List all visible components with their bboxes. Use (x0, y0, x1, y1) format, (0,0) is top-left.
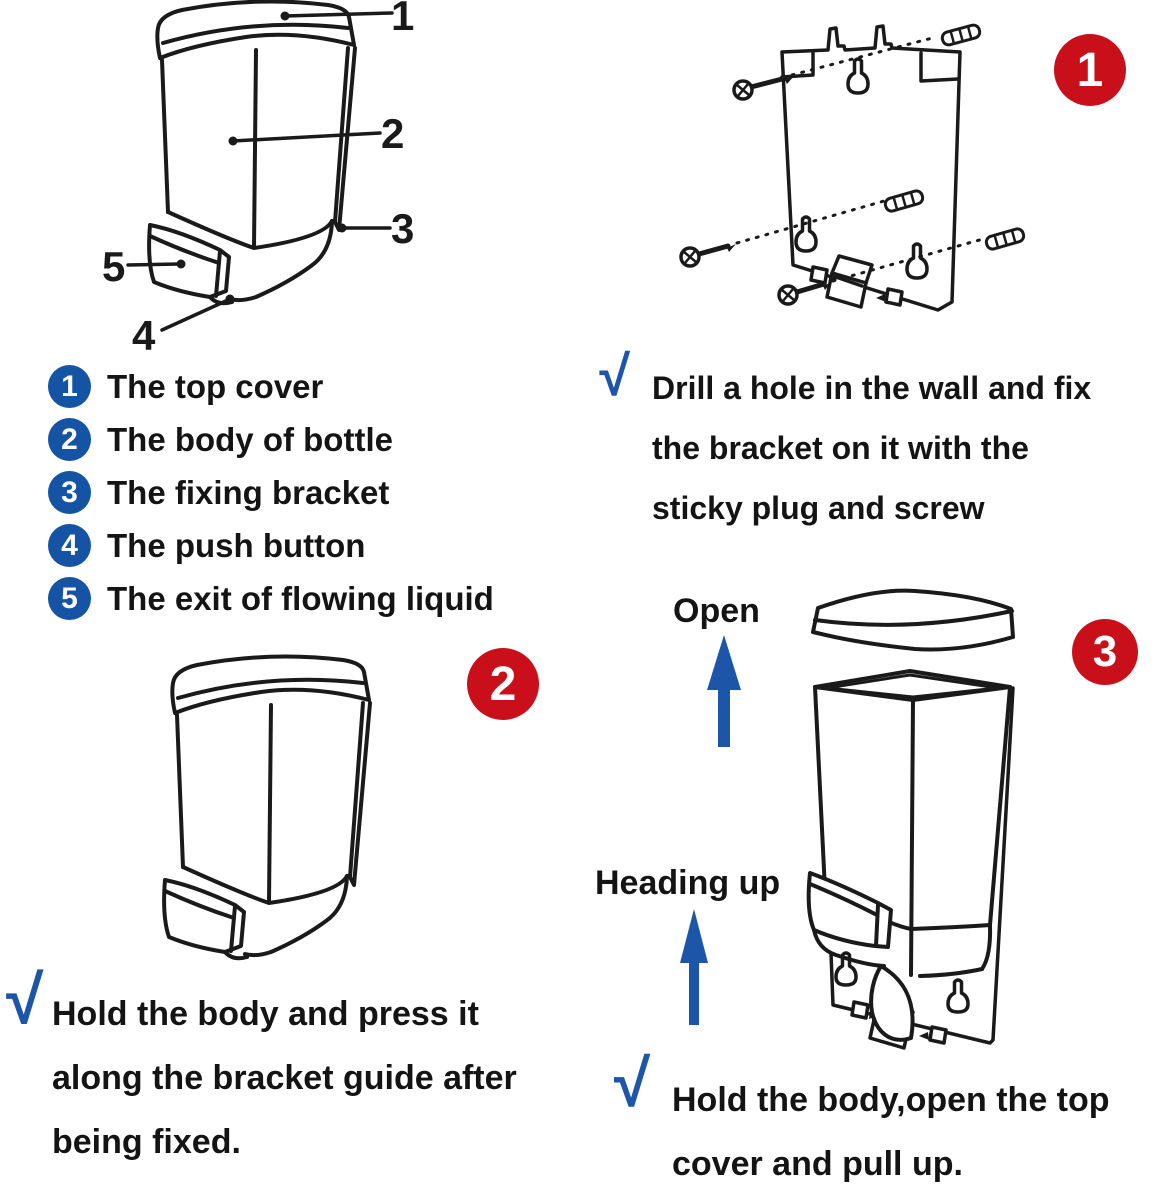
instruction-line: Drill a hole in the wall and fix (652, 370, 1092, 406)
keyhole-slot (946, 978, 970, 1014)
legend-item-label: The exit of flowing liquid (107, 579, 494, 617)
side-tab (928, 1025, 948, 1045)
wall-bracket-figure (679, 23, 1026, 312)
keyhole-slot (846, 57, 870, 95)
legend-number-badge: 2 (48, 418, 91, 461)
open-label: Open (673, 592, 760, 630)
legend-item: 2 The body of bottle (48, 418, 494, 461)
legend-item-label: The top cover (107, 367, 324, 405)
instruction-line: Hold the body and press it (52, 995, 479, 1033)
open-top-dispenser-figure (806, 588, 1015, 1050)
labeled-dispenser-figure: 1 2 3 4 5 (102, 0, 414, 359)
screw (679, 243, 736, 268)
legend-item-label: The push button (107, 526, 366, 564)
tab-arrow-icon (876, 294, 886, 302)
heading-up-label: Heading up (595, 864, 781, 902)
checkmark-icon: √ (2, 962, 40, 1038)
step-3-badge: 3 (1072, 619, 1138, 685)
checkmark-icon: √ (610, 1046, 647, 1120)
legend-number-badge: 1 (48, 365, 91, 408)
step-1-badge: 1 (1054, 34, 1126, 106)
callout-1: 1 (391, 0, 414, 39)
up-arrow-icon (680, 909, 708, 1025)
keyhole-slot (905, 242, 929, 280)
screw (732, 75, 794, 101)
dispenser-body-open (806, 669, 1012, 1042)
legend-item-label: The fixing bracket (107, 473, 390, 511)
tab-arrow-icon (919, 1032, 929, 1040)
legend-item: 3 The fixing bracket (48, 471, 494, 514)
keyhole-slot (834, 951, 858, 987)
step-2-badge: 2 (467, 648, 539, 720)
side-tab (809, 265, 829, 285)
wall-plug (940, 23, 982, 47)
callout-4: 4 (132, 312, 156, 359)
instruction-line: Hold the body,open the top (672, 1081, 1110, 1119)
step-3-instructions: Hold the body,open the top cover and pul… (672, 1068, 1110, 1185)
legend-number-badge: 3 (48, 471, 91, 514)
spout (869, 964, 915, 1042)
callout-5: 5 (102, 243, 125, 290)
screw (777, 281, 832, 306)
checkmark-icon: √ (596, 344, 627, 407)
legend-item-label: The body of bottle (107, 420, 393, 458)
instruction-line: being fixed. (52, 1123, 241, 1161)
instruction-line: the bracket on it with the (652, 430, 1029, 466)
parts-legend: 1 The top cover 2 The body of bottle 3 T… (48, 365, 494, 620)
legend-number-badge: 5 (48, 577, 91, 620)
side-tab (850, 1000, 870, 1020)
legend-number-badge: 4 (48, 524, 91, 567)
keyhole-slot (794, 215, 818, 253)
legend-item: 5 The exit of flowing liquid (48, 577, 494, 620)
step-2-instructions: Hold the body and press it along the bra… (52, 982, 517, 1174)
step-1-instructions: Drill a hole in the wall and fix the bra… (652, 358, 1091, 538)
soap-dispenser-drawing (147, 0, 357, 306)
legend-item: 1 The top cover (48, 365, 494, 408)
callout-numbers: 1 2 3 4 5 (102, 0, 414, 359)
callout-lines (126, 11, 394, 332)
callout-3: 3 (391, 205, 414, 252)
callout-dots (176, 11, 347, 304)
alignment-dashed-lines (735, 35, 985, 283)
legend-item: 4 The push button (48, 524, 494, 567)
instruction-line: sticky plug and screw (652, 490, 985, 526)
side-tab (884, 287, 904, 307)
bracket-plate (780, 24, 962, 312)
up-arrow-icon (707, 635, 741, 747)
instruction-line: along the bracket guide after (52, 1059, 517, 1097)
spring-clip (825, 254, 874, 309)
callout-2: 2 (381, 110, 404, 157)
wall-plug (984, 227, 1026, 251)
wall-plug (883, 189, 925, 213)
dispenser-on-bracket-figure (162, 654, 372, 961)
top-cover-lifted (811, 588, 1015, 652)
instruction-line: cover and pull up. (672, 1145, 963, 1183)
